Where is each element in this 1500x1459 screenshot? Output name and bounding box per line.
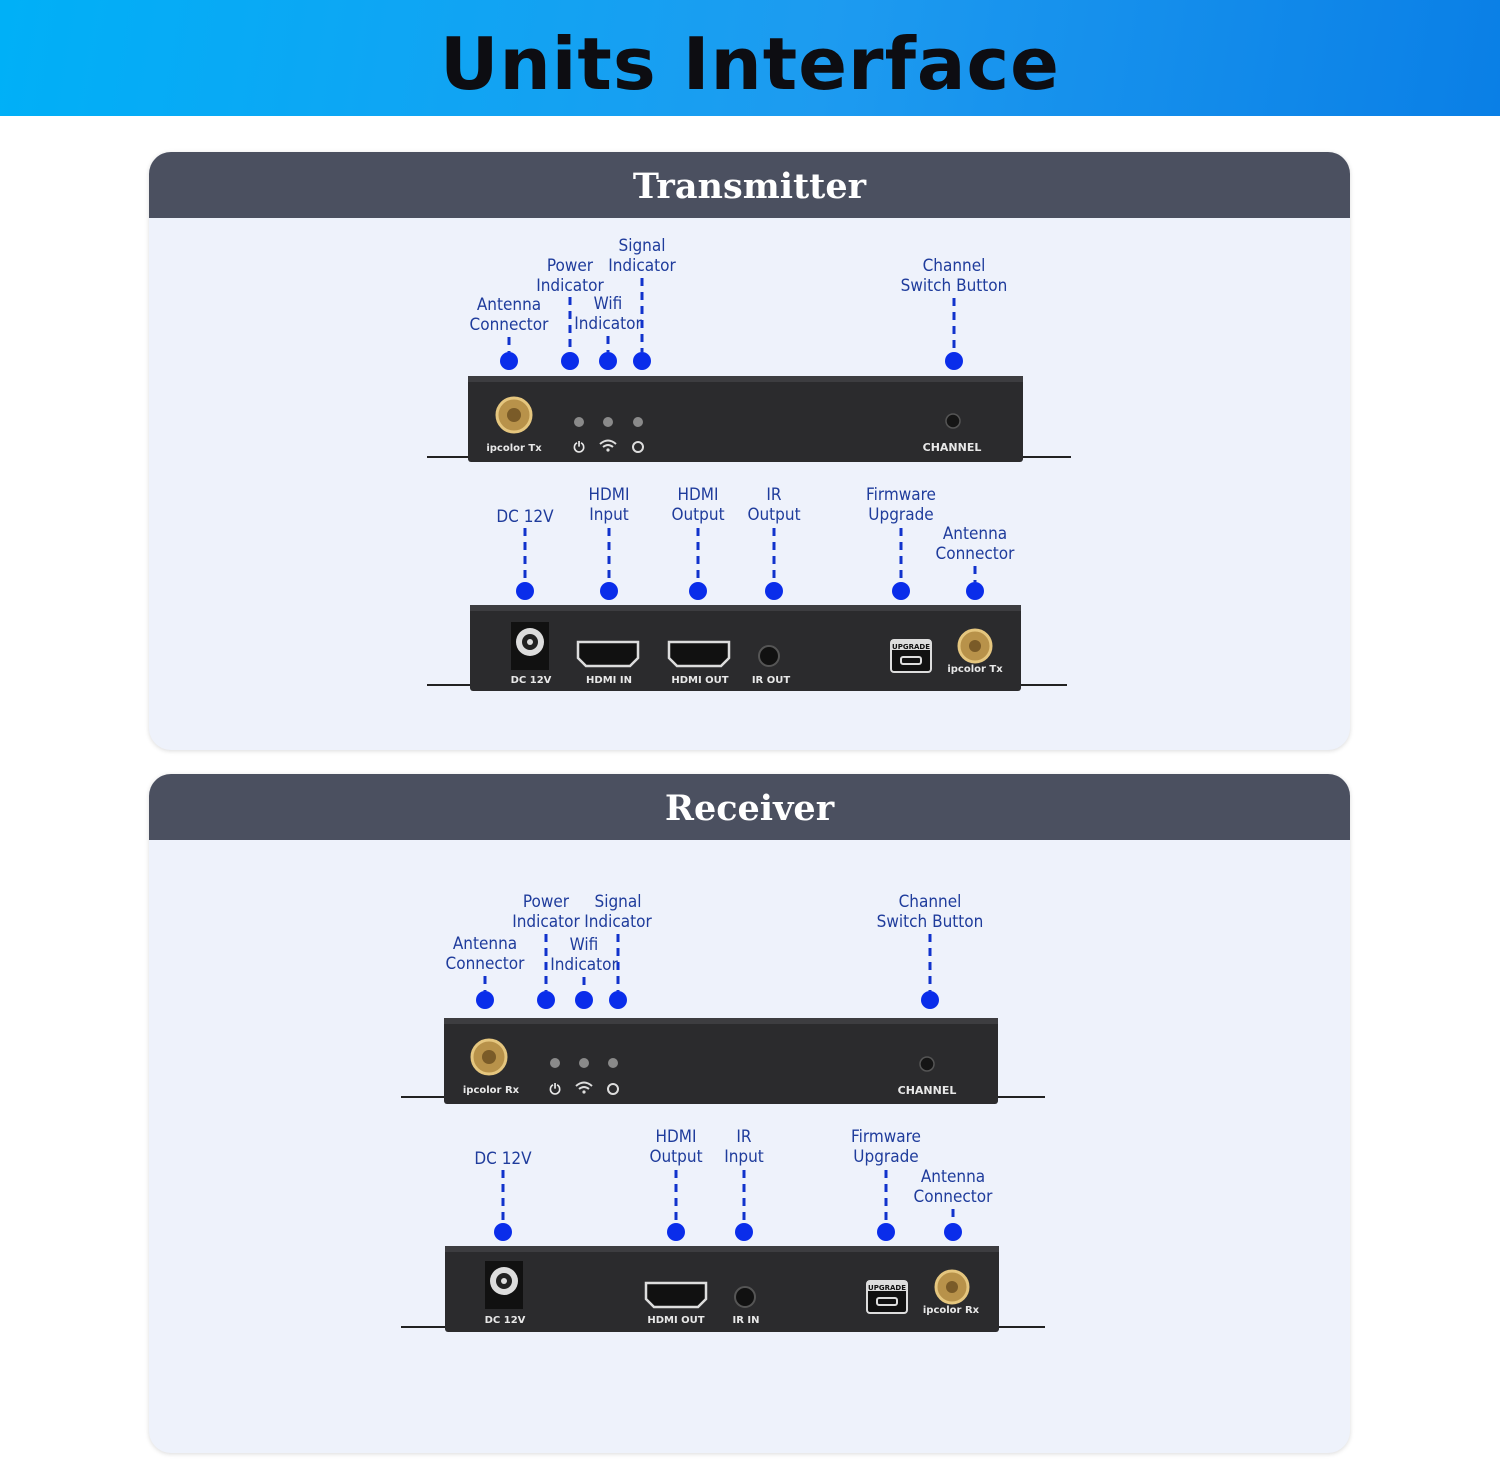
channel-button-icon [945,413,961,429]
receiver-header: Receiver [149,774,1350,840]
rx-front-callouts [476,934,939,1009]
svg-text:UPGRADE: UPGRADE [868,1284,906,1292]
rx-signal-led-icon [608,1058,618,1068]
rx-dc-port-label: DC 12V [485,1315,526,1326]
rx-rear-callouts [494,1170,962,1241]
rx-rear-brand: ipcolor Rx [923,1305,980,1316]
page-title: Units Interface [440,22,1060,106]
power-symbol-icon: ⏻ [573,440,584,456]
tx-front-brand: ipcolor Tx [486,443,542,454]
tx-dc-port-label: DC 12V [511,675,552,686]
rx-ir-port-label: IR IN [733,1315,760,1326]
signal-led-icon [633,417,643,427]
rx-rear-dc-label: DC 12V [474,1149,532,1169]
rx-hdmi-out-port-label: HDMI OUT [647,1315,704,1326]
header-banner: Units Interface [0,0,1500,116]
tx-rear-brand: ipcolor Tx [947,664,1003,675]
rx-ir-in-port-icon [734,1286,756,1308]
hdmi-out-port-icon [667,640,731,668]
power-led-icon [574,417,584,427]
hdmi-in-port-icon [576,640,640,668]
tx-rear-panel: DC 12V HDMI IN HDMI OUT IR OUT UPGRADE i… [427,605,1067,691]
rx-channel-button-icon [919,1056,935,1072]
rx-signal-symbol-icon [607,1083,619,1095]
rx-wifi-symbol-icon [575,1081,593,1090]
receiver-title: Receiver [664,788,835,829]
wifi-led-icon [603,417,613,427]
rx-power-led-icon [550,1058,560,1068]
rx-hdmi-out-port-icon [644,1281,708,1309]
transmitter-header: Transmitter [149,152,1350,218]
tx-rear-callouts [516,528,984,600]
rx-channel-label: CHANNEL [898,1084,957,1097]
wifi-symbol-icon [599,439,617,448]
rx-wifi-led-icon [579,1058,589,1068]
rx-rear-panel: DC 12V HDMI OUT IR IN UPGRADE ipcolor Rx [401,1246,1045,1332]
tx-channel-label: CHANNEL [923,441,982,454]
tx-hdmi-out-port-label: HDMI OUT [671,675,728,686]
transmitter-title: Transmitter [632,166,867,207]
tx-front-panel: ipcolor Tx ⏻ CHANNEL [427,376,1071,462]
rx-front-brand: ipcolor Rx [463,1085,520,1096]
rx-front-panel: ipcolor Rx ⏻ CHANNEL [401,1018,1045,1104]
rx-power-symbol-icon: ⏻ [549,1082,560,1098]
tx-ir-port-label: IR OUT [752,675,791,686]
ir-out-port-icon [758,645,780,667]
tx-rear-dc-label: DC 12V [496,507,554,527]
svg-text:UPGRADE: UPGRADE [892,643,930,651]
signal-symbol-icon [632,441,644,453]
tx-front-callouts [500,278,963,370]
tx-hdmi-in-port-label: HDMI IN [586,675,632,686]
